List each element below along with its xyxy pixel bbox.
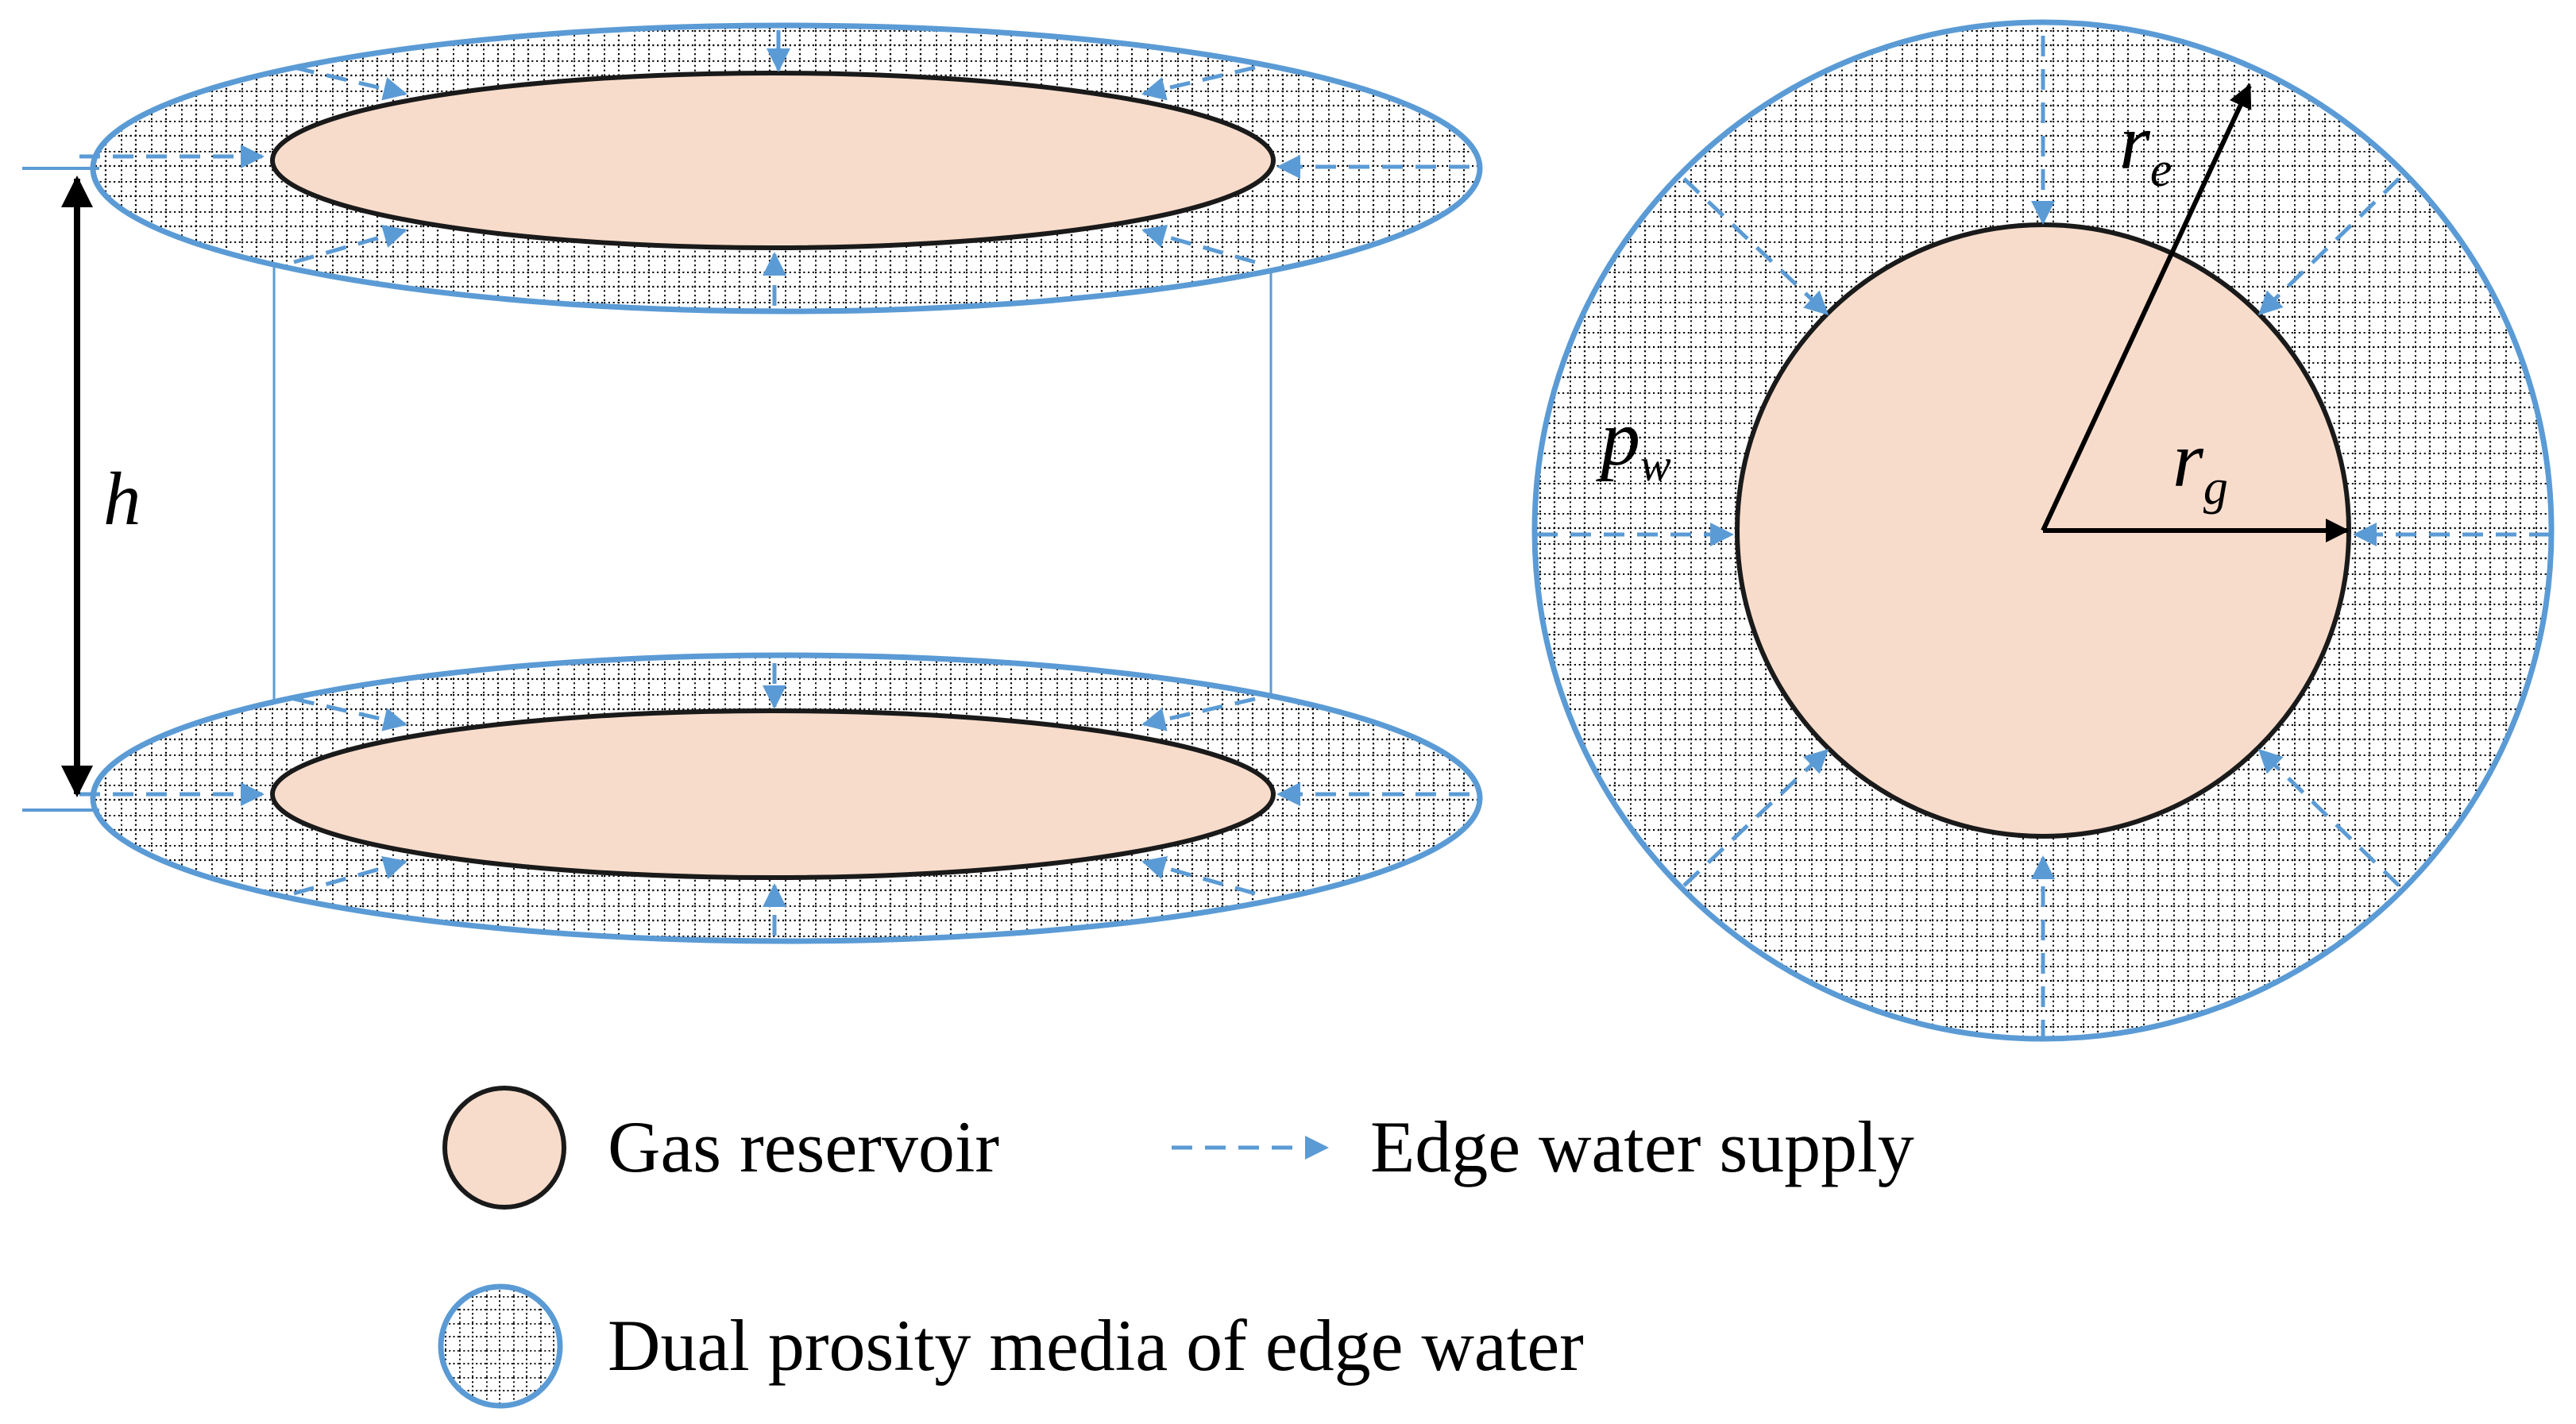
outer-radius-arrow bbox=[2041, 83, 2252, 532]
legend-porosity-swatch bbox=[438, 1283, 563, 1409]
bottom-disk bbox=[79, 652, 1483, 944]
legend-gas-swatch bbox=[442, 1086, 566, 1210]
pressure-label: pw bbox=[1596, 394, 1671, 491]
outer-radius-label: re bbox=[2119, 98, 2172, 197]
legend-water-label: Edge water supply bbox=[1370, 1106, 1914, 1187]
top-gas-reservoir bbox=[270, 71, 1276, 250]
bottom-water-arrows bbox=[79, 663, 1470, 936]
top-disk bbox=[79, 22, 1483, 315]
legend-item-gas-reservoir: Gas reservoir bbox=[442, 1086, 999, 1210]
gas-radius-label: rg bbox=[2172, 415, 2228, 515]
top-water-arrows bbox=[79, 30, 1470, 306]
legend-item-dual-porosity: Dual prosity media of edge water bbox=[438, 1283, 1584, 1409]
legend-porosity-label: Dual prosity media of edge water bbox=[608, 1305, 1584, 1386]
legend: Gas reservoir Edge water supply Dual pro… bbox=[438, 1086, 1914, 1409]
legend-item-edge-water-supply: Edge water supply bbox=[1172, 1106, 1914, 1187]
side-view: h bbox=[22, 22, 1483, 944]
top-view: re rg pw bbox=[1531, 19, 2555, 1042]
bottom-gas-reservoir bbox=[270, 708, 1276, 880]
height-label: h bbox=[103, 457, 141, 541]
legend-gas-label: Gas reservoir bbox=[608, 1106, 999, 1187]
radial-water-arrows bbox=[1537, 36, 2550, 1040]
